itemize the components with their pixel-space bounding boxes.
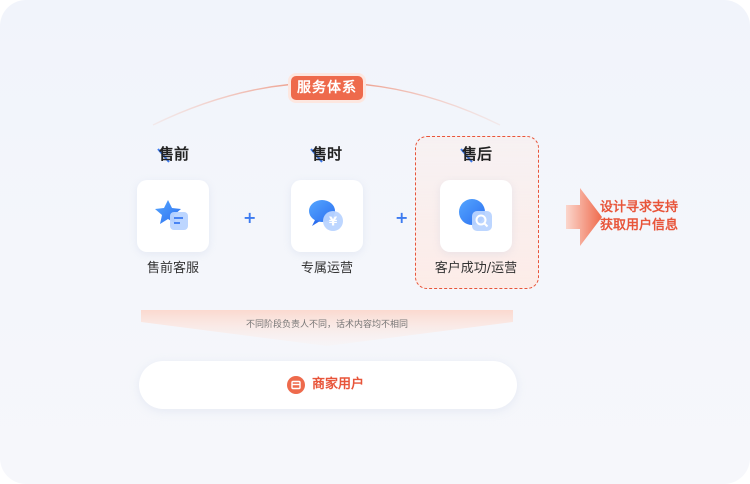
stage-label-insale: 专属运营 xyxy=(300,261,353,276)
stage-title-text: 售后 xyxy=(462,145,493,163)
system-arc xyxy=(152,81,501,126)
stage-note: 不同阶段负责人不同，话术内容均不相同 xyxy=(245,320,408,330)
stage-label-presale: 售前客服 xyxy=(146,261,199,276)
stage-icon-presale[interactable] xyxy=(137,180,209,252)
search-chat-icon xyxy=(459,199,492,231)
stage-title-text: 售前 xyxy=(159,145,190,163)
slash-icon xyxy=(460,148,473,163)
merchant-user-pill[interactable] xyxy=(139,361,517,409)
support-line-1: 设计寻求支持 xyxy=(600,200,679,215)
arrow-right-icon xyxy=(566,188,602,246)
stage-icon-aftersale[interactable] xyxy=(440,180,512,252)
stage-title-aftersale: 售后 xyxy=(460,144,493,164)
system-title-badge: 服务体系 xyxy=(291,76,363,100)
stage-label-aftersale: 客户成功/运营 xyxy=(434,261,518,276)
plus-sign-2: + xyxy=(395,208,409,227)
shop-icon xyxy=(287,376,305,394)
slash-icon xyxy=(310,148,323,163)
stage-title-insale: 售时 xyxy=(310,144,343,164)
slash-icon xyxy=(157,148,170,163)
star-chat-icon xyxy=(155,200,188,230)
plus-sign-1: + xyxy=(243,208,257,227)
stage-title-text: 售时 xyxy=(312,145,343,163)
stage-icon-insale[interactable]: ¥ xyxy=(291,180,363,252)
support-text: 设计寻求支持 获取用户信息 xyxy=(600,199,700,235)
stage-title-presale: 售前 xyxy=(157,144,190,164)
merchant-user-label: 商家用户 xyxy=(312,377,365,392)
svg-text:¥: ¥ xyxy=(329,215,338,229)
yuan-chat-icon: ¥ xyxy=(309,200,343,231)
funnel-shape xyxy=(141,310,513,346)
support-line-2: 获取用户信息 xyxy=(600,218,679,233)
